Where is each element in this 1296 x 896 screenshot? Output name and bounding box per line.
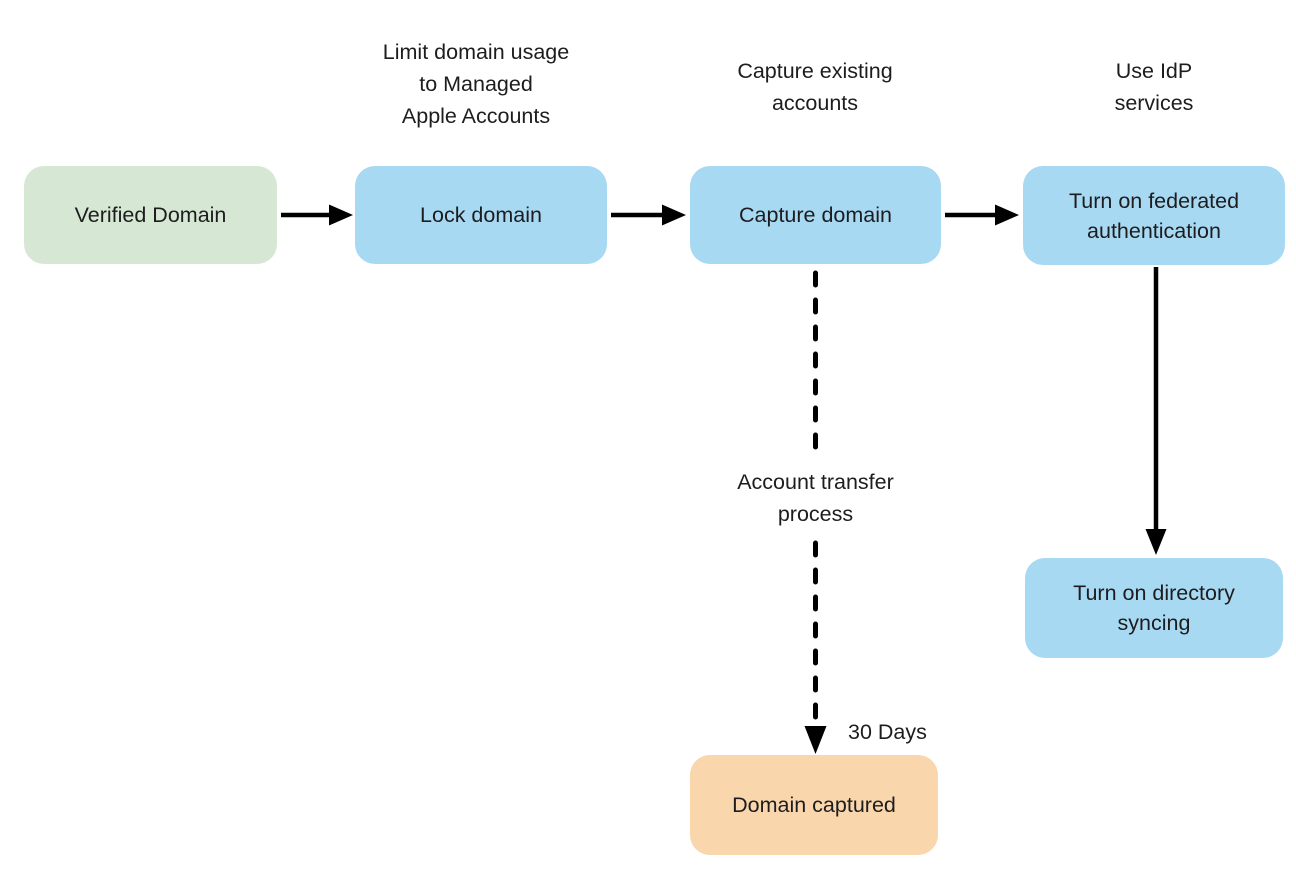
arrow-federated-to-directory [1145, 267, 1167, 555]
node-turn-on-federated-authentication: Turn on federated authentication [1023, 166, 1285, 265]
annotation-account-transfer-process: Account transfer process [700, 456, 931, 540]
arrow-lock-to-capture [611, 204, 686, 226]
node-lock-domain: Lock domain [355, 166, 607, 264]
node-verified-domain: Verified Domain [24, 166, 277, 264]
annotation-30-days: 30 Days [848, 720, 927, 744]
annotation-limit-domain-usage: Limit domain usage to Managed Apple Acco… [382, 40, 570, 128]
node-turn-on-directory-syncing: Turn on directory syncing [1025, 558, 1283, 658]
annotation-capture-existing-accounts: Capture existing accounts [737, 59, 893, 115]
arrow-capture-to-federated [945, 204, 1019, 226]
node-domain-captured: Domain captured [690, 755, 938, 855]
annotation-use-idp-services: Use IdP services [1114, 59, 1194, 115]
arrow-verified-to-lock [281, 204, 353, 226]
node-capture-domain: Capture domain [690, 166, 941, 264]
